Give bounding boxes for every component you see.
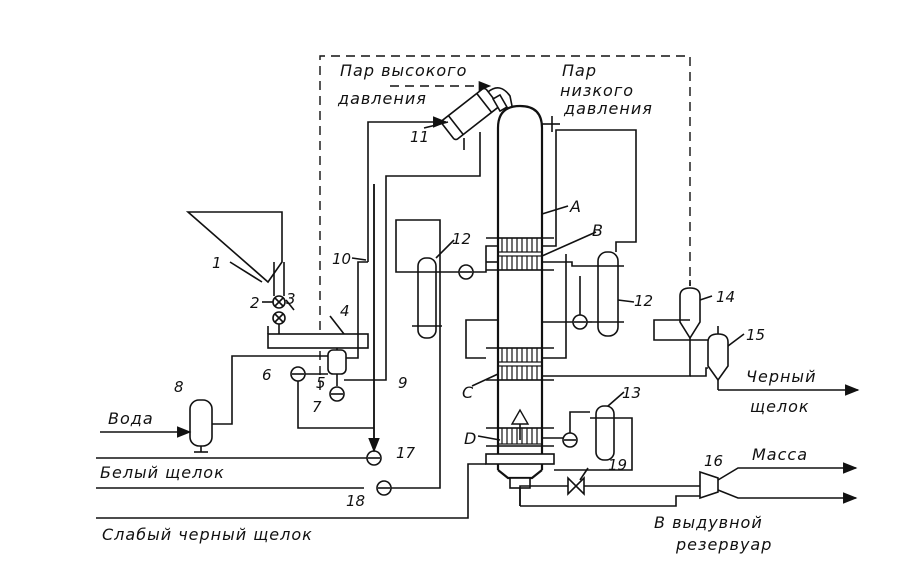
label-black-liquor-2: щелок — [750, 397, 810, 416]
pump-13 — [562, 432, 578, 448]
zone-c: C — [462, 383, 474, 402]
heater-13 — [590, 405, 620, 461]
zone-labels: A B C D — [462, 197, 604, 448]
num-17: 17 — [396, 444, 416, 462]
num-3: 3 — [286, 290, 296, 308]
num-12b: 12 — [634, 292, 653, 310]
zone-d: D — [464, 429, 477, 448]
equipment-numbers: 1 2 3 4 5 6 7 8 9 10 11 12 12 13 14 15 1… — [174, 128, 765, 510]
num-15: 15 — [746, 326, 765, 344]
label-blow-tank-2: резервуар — [675, 535, 772, 554]
num-19: 19 — [608, 456, 627, 474]
digester-column — [496, 104, 553, 506]
label-water: Вода — [108, 409, 154, 428]
num-13: 13 — [622, 384, 641, 402]
pump-6 — [290, 366, 306, 382]
num-5: 5 — [316, 374, 326, 392]
pump-18 — [376, 480, 392, 496]
num-16: 16 — [704, 452, 723, 470]
chip-hopper — [185, 211, 286, 334]
label-steam-low-2: низкого — [560, 81, 634, 100]
zone-b: B — [592, 221, 604, 240]
num-10: 10 — [332, 250, 351, 268]
num-14: 14 — [716, 288, 735, 306]
num-4: 4 — [340, 302, 350, 320]
pumps — [290, 264, 588, 496]
heater-12-left — [412, 257, 442, 339]
label-blow-tank-1: В выдувной — [654, 513, 763, 532]
pump-7 — [329, 386, 345, 402]
zone-a: A — [569, 197, 582, 216]
blow-valve-19 — [567, 476, 585, 496]
impregnator-11 — [440, 87, 500, 141]
num-12a: 12 — [452, 230, 471, 248]
label-weak-black-liquor: Слабый черный щелок — [102, 525, 313, 544]
flash-tank-14 — [679, 287, 701, 348]
heater-12-right — [592, 251, 624, 337]
label-steam-low-3: давления — [563, 99, 653, 118]
impregnator-11-piping — [367, 87, 513, 262]
stream-labels: Пар высокого давления Пар низкого давлен… — [100, 61, 816, 554]
steaming-conveyor-4 — [267, 326, 369, 349]
num-7: 7 — [312, 398, 322, 416]
label-black-liquor-1: Черный — [746, 367, 816, 386]
tank-8 — [189, 399, 213, 453]
steam-dashed-lines — [319, 55, 691, 390]
pump-12b — [572, 314, 588, 330]
num-9: 9 — [398, 374, 408, 392]
label-steam-low-1: Пар — [562, 61, 597, 80]
flash-tank-15 — [707, 326, 729, 390]
label-pulp: Масса — [752, 445, 808, 464]
num-1: 1 — [212, 254, 222, 272]
num-6: 6 — [262, 366, 272, 384]
discharger-16 — [699, 470, 719, 500]
pump-12a — [458, 264, 474, 280]
pump-17 — [366, 450, 382, 466]
piping — [96, 123, 860, 519]
label-steam-high-2: давления — [337, 89, 427, 108]
num-18: 18 — [346, 492, 365, 510]
num-11: 11 — [410, 128, 429, 146]
feeder-5 — [327, 348, 347, 386]
num-2: 2 — [250, 294, 260, 312]
leader-lines — [229, 121, 745, 481]
label-steam-high-1: Пар высокого — [340, 61, 467, 80]
num-8: 8 — [174, 378, 184, 396]
label-white-liquor: Белый щелок — [100, 463, 225, 482]
screen-zones — [485, 237, 555, 465]
